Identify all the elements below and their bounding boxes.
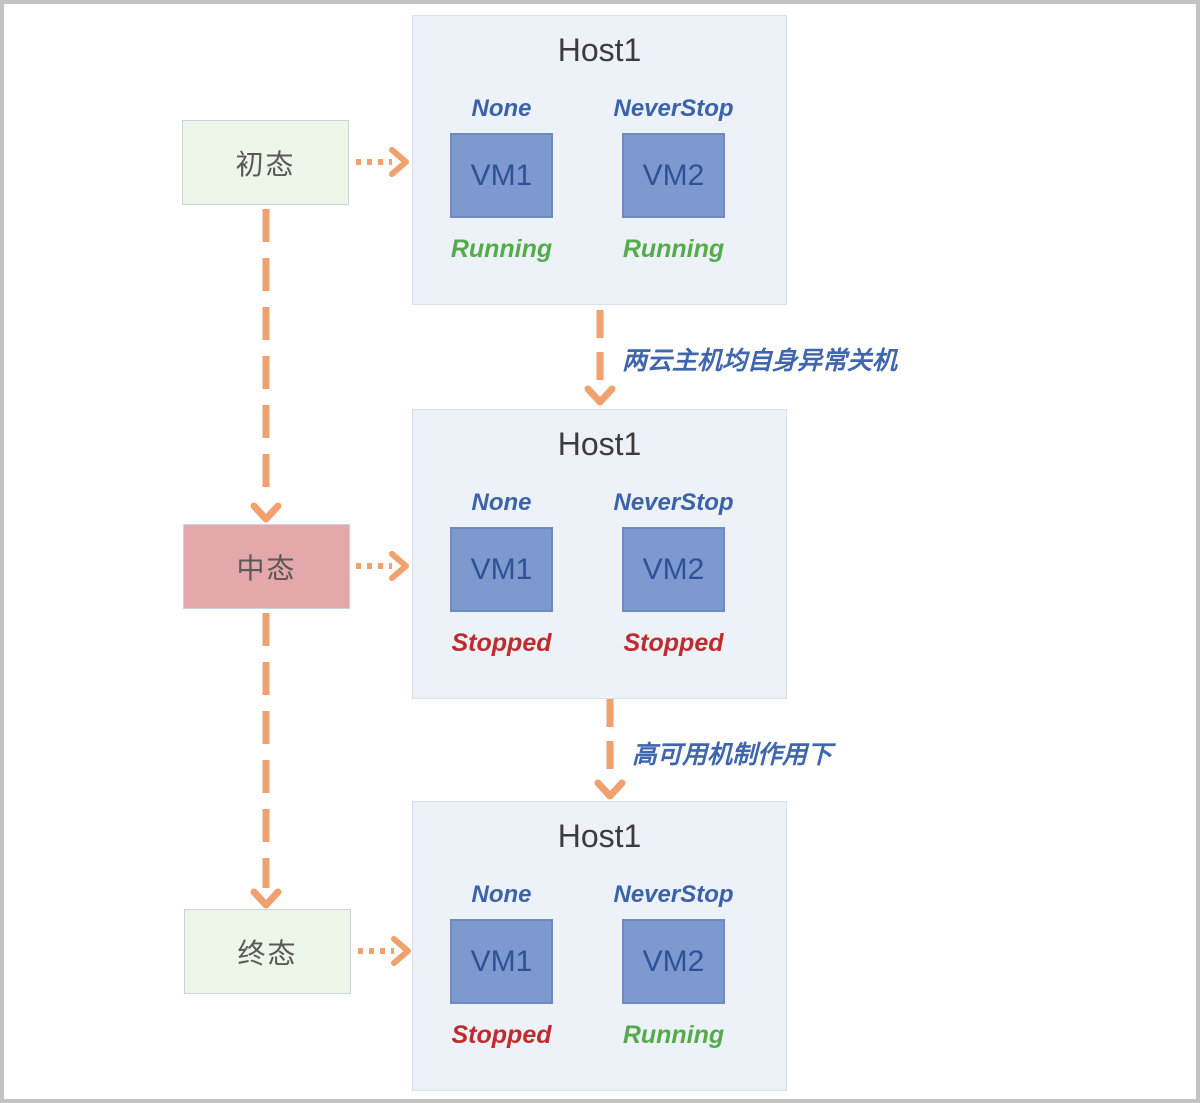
host-box-initial: Host1 None VM1 Running NeverStop VM2 Run… bbox=[412, 15, 787, 305]
vm2-box: VM2 bbox=[622, 919, 725, 1004]
state-label-final: 终态 bbox=[237, 937, 298, 969]
host-title: Host1 bbox=[557, 426, 642, 462]
vm2-box: VM2 bbox=[622, 527, 725, 612]
vm1-status-label: Running bbox=[450, 235, 553, 263]
vm1-ha-policy-label: None bbox=[471, 95, 532, 122]
state-label-middle: 中态 bbox=[236, 552, 297, 584]
vm1-name: VM1 bbox=[470, 944, 533, 978]
vm1-group: None VM1 Stopped bbox=[442, 880, 562, 1050]
vm1-group: None VM1 Running bbox=[442, 94, 562, 264]
state-label-initial: 初态 bbox=[235, 148, 296, 180]
state-box-middle: 中态 bbox=[183, 524, 350, 609]
vm1-group: None VM1 Stopped bbox=[442, 488, 562, 658]
vm2-name: VM2 bbox=[642, 944, 705, 978]
vm2-status-label: Stopped bbox=[623, 629, 724, 657]
transition-label-abnormal-shutdown: 两云主机均自身异常关机 bbox=[622, 347, 898, 375]
vm2-group: NeverStop VM2 Running bbox=[613, 880, 734, 1050]
host-title: Host1 bbox=[557, 32, 642, 68]
host-box-final: Host1 None VM1 Stopped NeverStop VM2 Run… bbox=[412, 801, 787, 1091]
vm2-ha-policy-label: NeverStop bbox=[613, 489, 734, 516]
vm1-ha-policy-label: None bbox=[471, 881, 532, 908]
vm2-ha-policy-label: NeverStop bbox=[613, 881, 734, 908]
vm1-status-label: Stopped bbox=[451, 629, 552, 657]
vm1-name: VM1 bbox=[470, 158, 533, 192]
vm1-box: VM1 bbox=[450, 527, 553, 612]
host-title: Host1 bbox=[557, 818, 642, 854]
vm2-group: NeverStop VM2 Stopped bbox=[613, 488, 734, 658]
vm1-status-label: Stopped bbox=[451, 1021, 552, 1049]
vm-row: None VM1 Stopped NeverStop VM2 Stopped bbox=[413, 488, 786, 658]
vm2-status-label: Running bbox=[622, 235, 725, 263]
arrow-host2-to-host3-icon bbox=[594, 699, 626, 800]
arrow-initial-to-middle-icon bbox=[250, 209, 282, 523]
state-box-final: 终态 bbox=[184, 909, 351, 994]
arrow-middle-to-host1-icon bbox=[356, 551, 409, 581]
vm2-group: NeverStop VM2 Running bbox=[613, 94, 734, 264]
vm1-ha-policy-label: None bbox=[471, 489, 532, 516]
state-box-initial: 初态 bbox=[182, 120, 349, 205]
vm-row: None VM1 Running NeverStop VM2 Running bbox=[413, 94, 786, 264]
arrow-middle-to-final-icon bbox=[250, 613, 282, 909]
vm1-name: VM1 bbox=[470, 552, 533, 586]
vm2-status-label: Running bbox=[622, 1021, 725, 1049]
arrow-initial-to-host1-icon bbox=[356, 147, 409, 177]
vm2-box: VM2 bbox=[622, 133, 725, 218]
arrow-final-to-host1-icon bbox=[358, 936, 411, 966]
vm1-box: VM1 bbox=[450, 919, 553, 1004]
vm-row: None VM1 Stopped NeverStop VM2 Running bbox=[413, 880, 786, 1050]
vm2-ha-policy-label: NeverStop bbox=[613, 95, 734, 122]
vm1-box: VM1 bbox=[450, 133, 553, 218]
host-box-middle: Host1 None VM1 Stopped NeverStop VM2 Sto… bbox=[412, 409, 787, 699]
transition-label-ha-mechanism: 高可用机制作用下 bbox=[632, 741, 833, 769]
vm2-name: VM2 bbox=[642, 552, 705, 586]
arrow-host1-to-host2-icon bbox=[584, 310, 616, 406]
vm2-name: VM2 bbox=[642, 158, 705, 192]
